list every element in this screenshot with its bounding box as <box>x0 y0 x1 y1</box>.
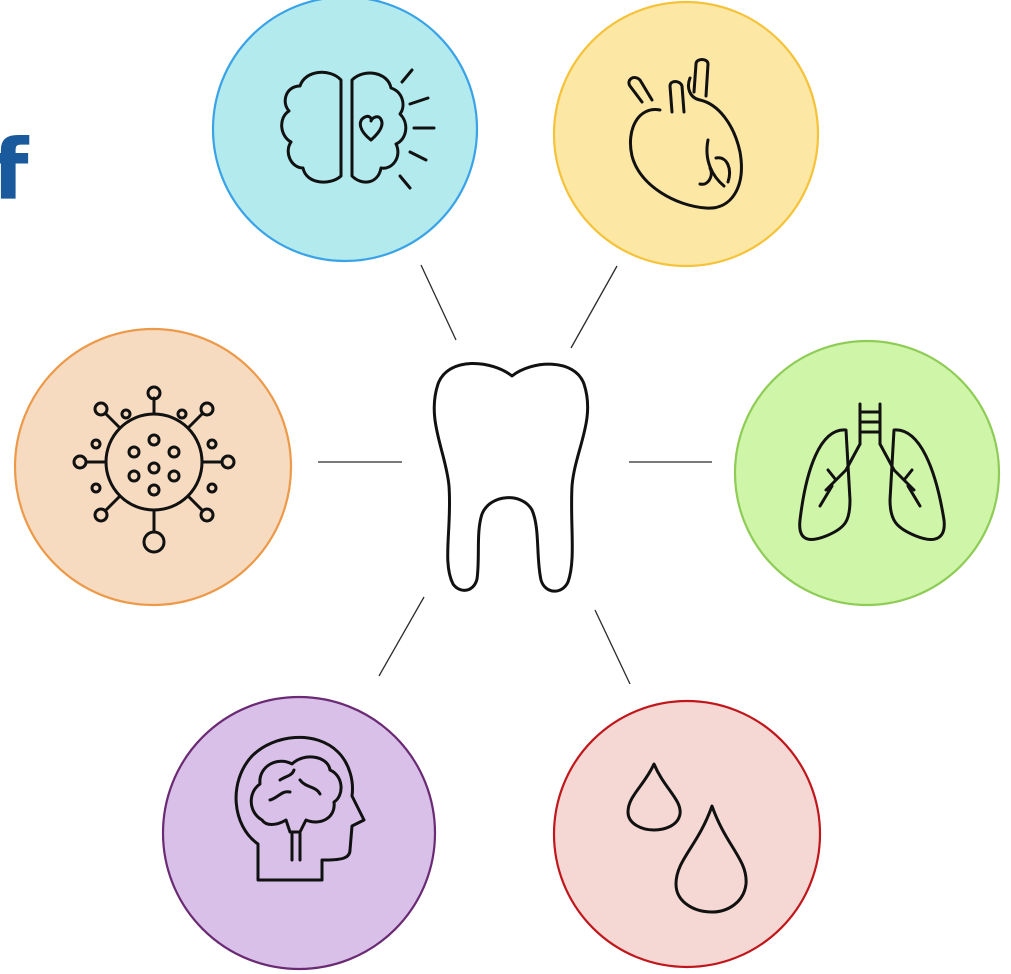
tooth-icon <box>434 363 587 591</box>
node-drops <box>554 701 820 967</box>
node-brain-heart <box>213 0 477 261</box>
node-virus <box>15 329 291 605</box>
connector-brain-heart <box>421 265 456 340</box>
connector-lines <box>318 265 712 684</box>
connector-heart <box>571 266 617 348</box>
connector-drops <box>595 610 630 684</box>
node-heart <box>554 2 818 266</box>
node-lungs <box>735 341 999 605</box>
connector-head-brain <box>379 597 424 676</box>
